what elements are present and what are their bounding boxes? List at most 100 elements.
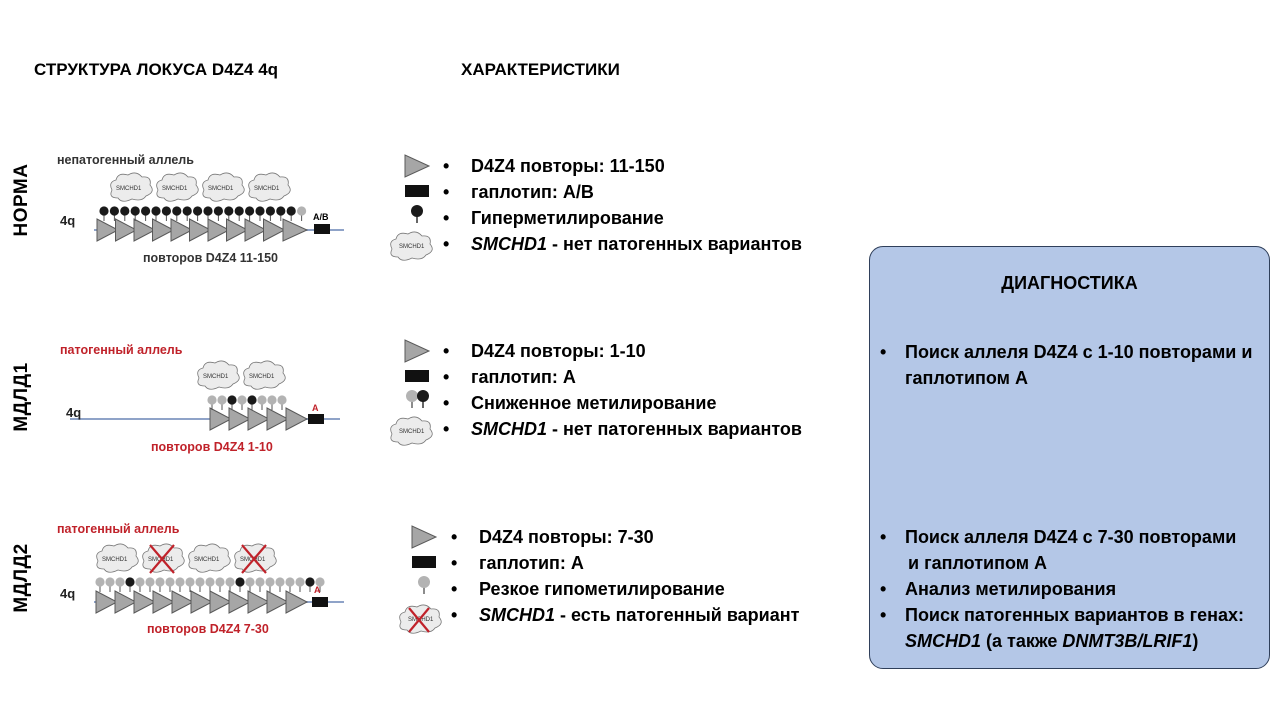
gene-name: SMCHD1 <box>479 605 556 625</box>
diagnostics-item-line: и гаплотипом A <box>908 553 1048 573</box>
char-methylation: Резкое гипометилирование <box>451 576 799 602</box>
smchd1-cloud: SMCHD1 <box>142 543 185 574</box>
diagnostics-list-fshd1: Поиск аллеля D4Z4 с 1-10 повторами и гап… <box>880 339 1260 391</box>
smchd1-cloud: SMCHD1 <box>96 543 139 573</box>
methylated-cpg <box>227 395 237 405</box>
methylated-cpg <box>161 206 171 216</box>
repeat-triangle <box>282 218 309 242</box>
diagnostics-panel: ДИАГНОСТИКА Поиск аллеля D4Z4 с 1-10 пов… <box>869 246 1270 669</box>
diagnostics-item-line: Поиск аллеля D4Z4 с 7-30 повторами <box>905 527 1237 547</box>
row-label-fshd1: МДЛД1 <box>11 362 32 432</box>
diagnostics-item: Поиск аллеля D4Z4 с 1-10 повторами и гап… <box>880 339 1260 391</box>
unmethylated-cpg <box>165 577 175 587</box>
smchd1-cloud-group: SMCHD1 SMCHD1 SMCHD1 SMCHD1 <box>110 172 291 202</box>
row-label-fshd2: МДЛД2 <box>11 543 32 613</box>
locus-diagram-fshd1: SMCHD1 SMCHD1 <box>70 360 340 431</box>
methylation-full-icon <box>417 390 429 402</box>
repeat-triangle <box>152 218 175 242</box>
repeat-triangle <box>266 590 290 614</box>
methylated-cpg <box>125 577 135 587</box>
methylated-cpg <box>213 206 223 216</box>
diagnostics-item: Поиск патогенных вариантов в генах:SMCHD… <box>880 602 1265 654</box>
haplotype-box-icon <box>405 370 429 382</box>
unmethylated-cpg <box>135 577 145 587</box>
methylated-cpg <box>99 206 109 216</box>
repeats-note: повторов D4Z4 1-10 <box>151 440 273 454</box>
cloud-label: SMCHD1 <box>162 186 188 192</box>
methylated-cpg <box>203 206 213 216</box>
char-haplotype: гаплотип: A <box>451 550 799 576</box>
unmethylated-cpg <box>267 395 277 405</box>
char-repeats: D4Z4 повторы: 11-150 <box>443 153 802 179</box>
unmethylated-cpg <box>155 577 165 587</box>
repeat-triangle <box>189 218 212 242</box>
methylated-cpg <box>193 206 203 216</box>
smchd1-cloud: SMCHD1 <box>234 543 277 574</box>
repeat-triangle <box>247 590 271 614</box>
repeat-triangle <box>266 407 290 431</box>
characteristics-list-fshd2: D4Z4 повторы: 7-30 гаплотип: A Резкое ги… <box>451 524 799 628</box>
repeat-triangle <box>190 590 214 614</box>
methylated-cpg <box>182 206 192 216</box>
unmethylated-cpg <box>95 577 105 587</box>
repeat-triangle <box>209 590 233 614</box>
cloud-label: SMCHD1 <box>254 186 280 192</box>
repeat-triangle <box>171 590 195 614</box>
repeat-triangle <box>152 590 176 614</box>
cloud-label: SMCHD1 <box>208 186 234 192</box>
methylation-marks <box>95 577 325 592</box>
locus-label: 4q <box>60 213 76 228</box>
methylated-cpg <box>109 206 119 216</box>
unmethylated-cpg <box>255 577 265 587</box>
unmethylated-cpg <box>225 577 235 587</box>
char-methylation: Сниженное метилирование <box>443 390 802 416</box>
repeat-triangle <box>228 407 252 431</box>
diagnostics-item: Поиск аллеля D4Z4 с 7-30 повторами и гапл… <box>880 524 1265 576</box>
smchd1-cloud: SMCHD1 <box>188 543 231 573</box>
characteristics-heading: ХАРАКТЕРИСТИКИ <box>461 60 620 79</box>
diagnostics-item-text: ) <box>1192 631 1199 651</box>
repeat-triangle-icon <box>404 339 431 363</box>
d4z4-repeat-array <box>209 407 309 431</box>
unmethylated-cpg <box>185 577 195 587</box>
methylated-cpg <box>286 206 296 216</box>
unmethylated-cpg <box>175 577 185 587</box>
methylated-cpg <box>247 395 257 405</box>
d4z4-repeat-array <box>95 590 309 614</box>
repeat-triangle <box>95 590 119 614</box>
methylated-cpg <box>120 206 130 216</box>
unmethylated-cpg <box>265 577 275 587</box>
row-label-norm: НОРМА <box>11 163 32 237</box>
methylated-cpg <box>151 206 161 216</box>
methylated-cpg <box>305 577 315 587</box>
methylation-low-icon <box>418 576 430 588</box>
locus-label: 4q <box>60 586 76 601</box>
methylated-cpg <box>276 206 286 216</box>
methylation-full-icon <box>411 205 423 217</box>
cloud-label: SMCHD1 <box>399 244 425 250</box>
unmethylated-cpg <box>315 577 325 587</box>
diagnostics-item-text: (а также <box>981 631 1063 651</box>
haplotype-box-icon <box>412 556 436 568</box>
unmethylated-cpg <box>295 577 305 587</box>
cloud-label: SMCHD1 <box>116 186 142 192</box>
methylation-marks <box>207 395 287 410</box>
haplotype-box <box>314 224 330 234</box>
allele-note-pathogenic: патогенный аллель <box>60 343 183 357</box>
characteristics-list-fshd1: D4Z4 повторы: 1-10 гаплотип: A Сниженное… <box>443 338 802 442</box>
char-smchd1: SMCHD1 - нет патогенных вариантов <box>443 231 802 257</box>
gene-name: SMCHD1 <box>471 234 548 254</box>
char-smchd1: SMCHD1 - нет патогенных вариантов <box>443 416 802 442</box>
repeat-triangle <box>133 590 157 614</box>
char-repeats: D4Z4 повторы: 1-10 <box>443 338 802 364</box>
unmethylated-cpg <box>275 577 285 587</box>
repeat-triangle <box>114 590 138 614</box>
cloud-label: SMCHD1 <box>203 374 229 380</box>
repeat-triangle-icon <box>404 154 431 178</box>
methylated-cpg <box>172 206 182 216</box>
unmethylated-cpg <box>285 577 295 587</box>
gene-status: - есть патогенный вариант <box>555 605 800 625</box>
repeat-triangle <box>115 218 138 242</box>
repeat-triangle <box>133 218 157 242</box>
